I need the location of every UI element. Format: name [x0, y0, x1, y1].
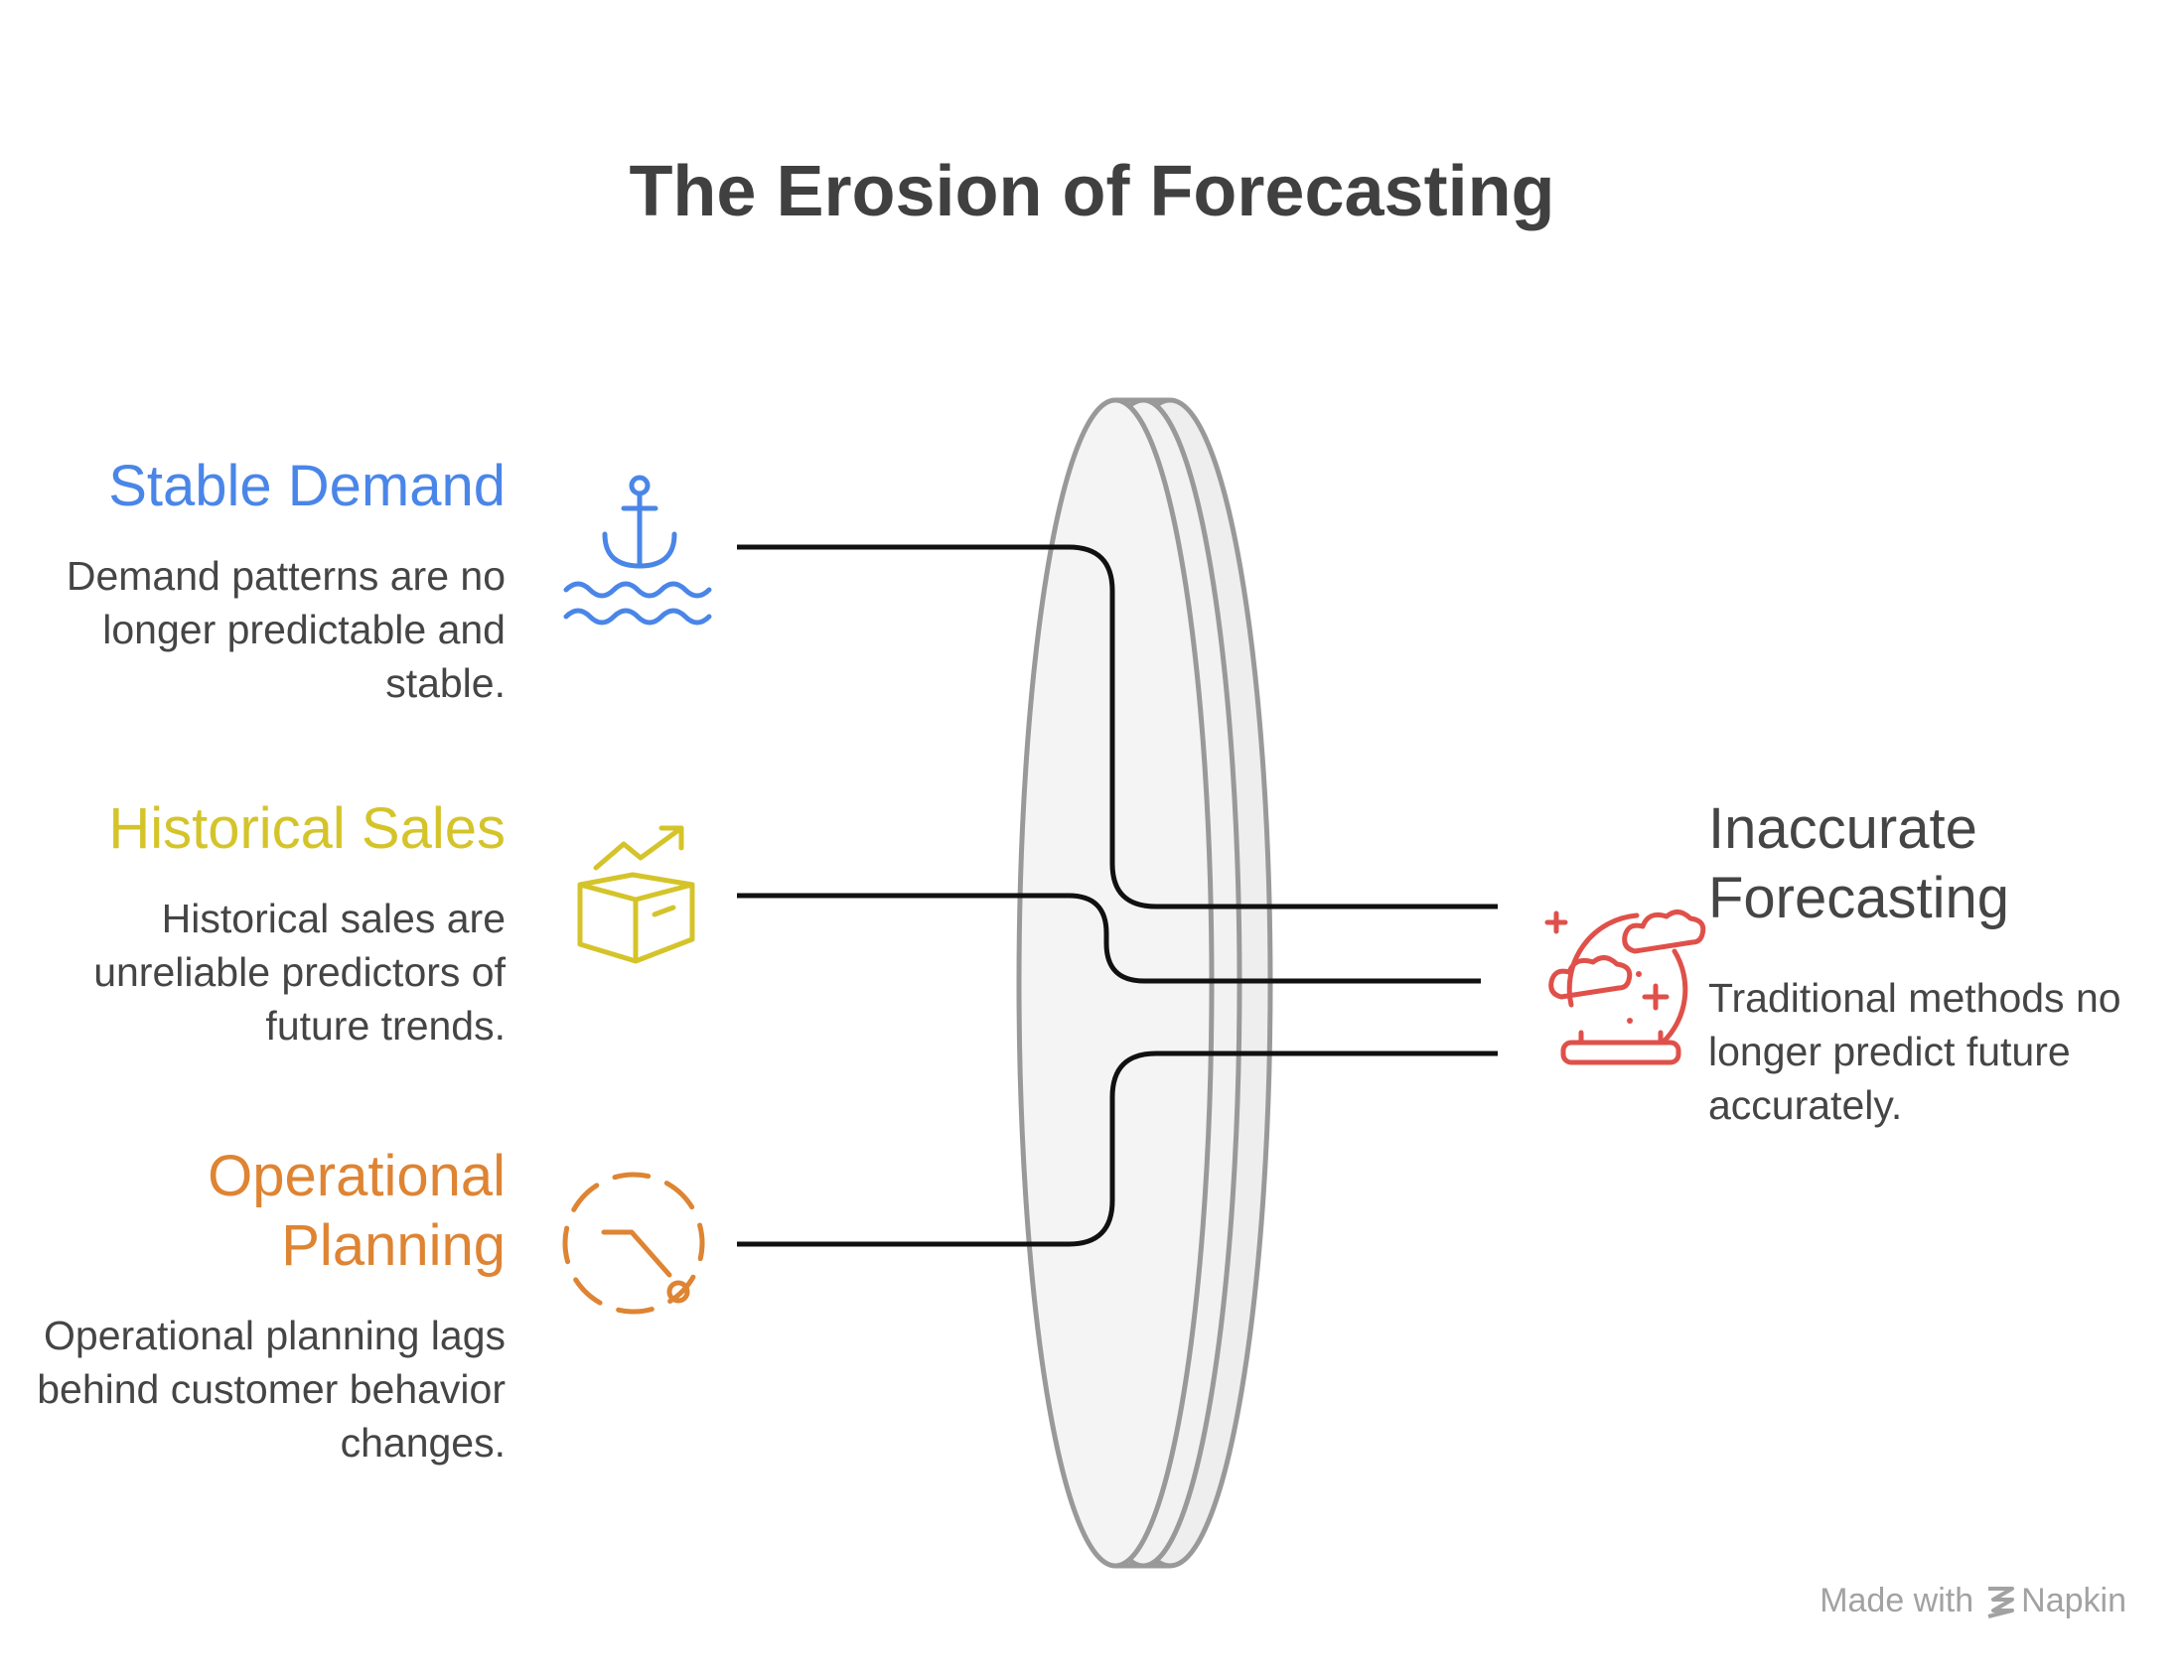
diagram-title: The Erosion of Forecasting — [629, 152, 1555, 231]
made-with-label: Made with — [1820, 1582, 1974, 1619]
operational-planning-block: Operational Planning Operational plannin… — [9, 1142, 506, 1470]
stable-demand-block: Stable Demand Demand patterns are no lon… — [39, 452, 506, 710]
napkin-brand: Napkin — [1985, 1582, 2126, 1620]
anchor-waves-icon — [563, 475, 712, 626]
historical-sales-block: Historical Sales Historical sales are un… — [9, 794, 506, 1052]
operational-planning-description: Operational planning lags behind custome… — [37, 1313, 506, 1466]
connector-operational-planning — [737, 1050, 1498, 1247]
inaccurate-forecasting-heading: Inaccurate Forecasting — [1708, 796, 2010, 930]
historical-sales-description: Historical sales are unreliable predicto… — [93, 896, 506, 1049]
operational-planning-heading: Operational Planning — [208, 1144, 506, 1278]
crystal-ball-icon — [1544, 910, 1706, 1065]
napkin-watermark: Made with Napkin — [1820, 1582, 2126, 1620]
connector-historical-sales — [737, 893, 1481, 984]
connector-stable-demand — [737, 544, 1498, 910]
napkin-logo-icon — [1987, 1586, 2015, 1618]
napkin-brand-label: Napkin — [2021, 1582, 2126, 1619]
dashed-cycle-icon — [562, 1172, 705, 1315]
stable-demand-description: Demand patterns are no longer predictabl… — [66, 553, 506, 706]
connectors — [737, 544, 1498, 1247]
inaccurate-forecasting-block: Inaccurate Forecasting Traditional metho… — [1708, 794, 2125, 1132]
box-trend-icon — [577, 825, 695, 964]
inaccurate-forecasting-description: Traditional methods no longer predict fu… — [1708, 975, 2121, 1128]
stable-demand-heading: Stable Demand — [108, 454, 506, 518]
historical-sales-heading: Historical Sales — [108, 796, 506, 861]
